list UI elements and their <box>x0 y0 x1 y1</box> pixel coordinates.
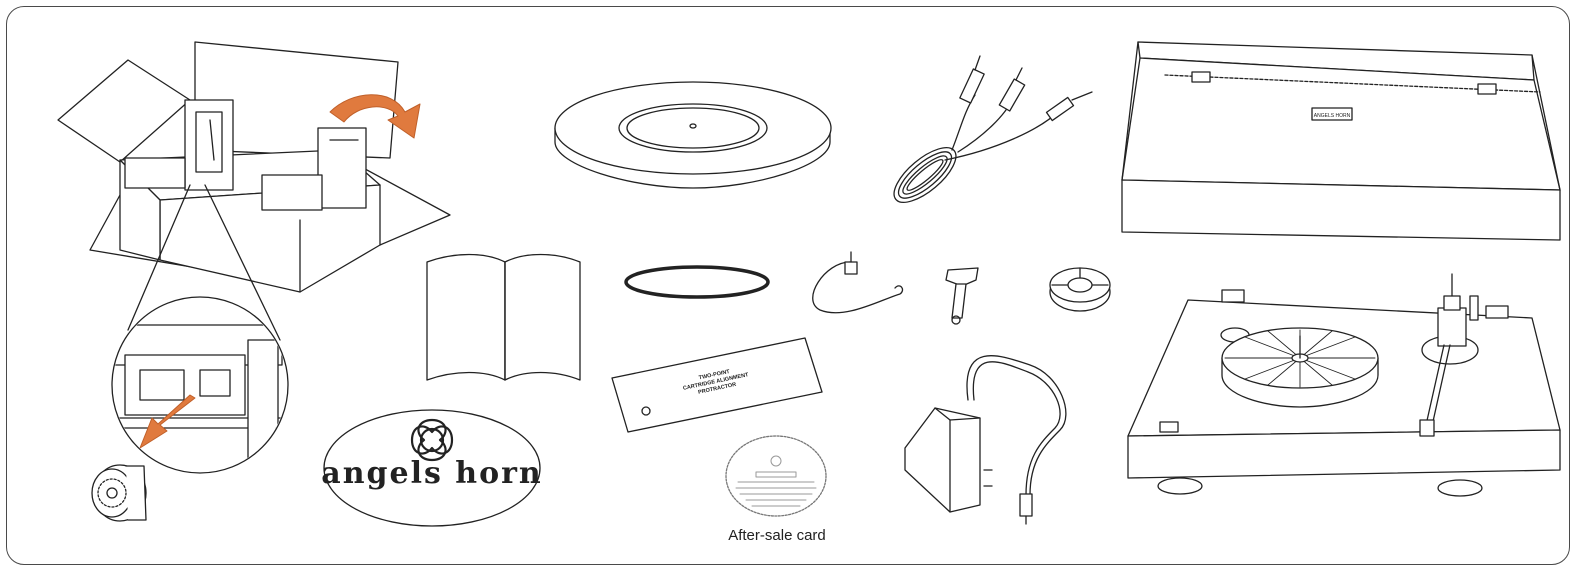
slipmat-logo <box>323 409 541 527</box>
dust-cover-icon <box>1121 41 1561 241</box>
curved-arrow-icon <box>329 94 421 139</box>
open-box-icon <box>57 41 451 293</box>
anti-skate-weight-icon <box>812 251 904 314</box>
zoom-lines <box>127 184 281 341</box>
after-sale-card-icon <box>725 435 827 517</box>
rca-cable-icon <box>893 55 1093 203</box>
alignment-protractor <box>611 337 823 433</box>
manual-book-icon <box>426 253 581 381</box>
drive-belt-icon <box>624 265 770 299</box>
knot-logo-icon <box>410 418 454 462</box>
wrench-tool-icon <box>945 267 979 325</box>
turntable-icon <box>1127 273 1561 497</box>
power-adapter-icon <box>904 355 1067 525</box>
magnified-detail <box>111 296 289 474</box>
transit-screw-icon <box>91 464 147 522</box>
slipmat-brand-text: angels horn <box>321 456 542 491</box>
platter-icon <box>554 81 832 189</box>
45-adapter-icon <box>1049 267 1111 312</box>
after-sale-card-caption: After-sale card <box>728 527 826 544</box>
dust-cover-brand-label: ANGELS HORN <box>1314 113 1351 119</box>
